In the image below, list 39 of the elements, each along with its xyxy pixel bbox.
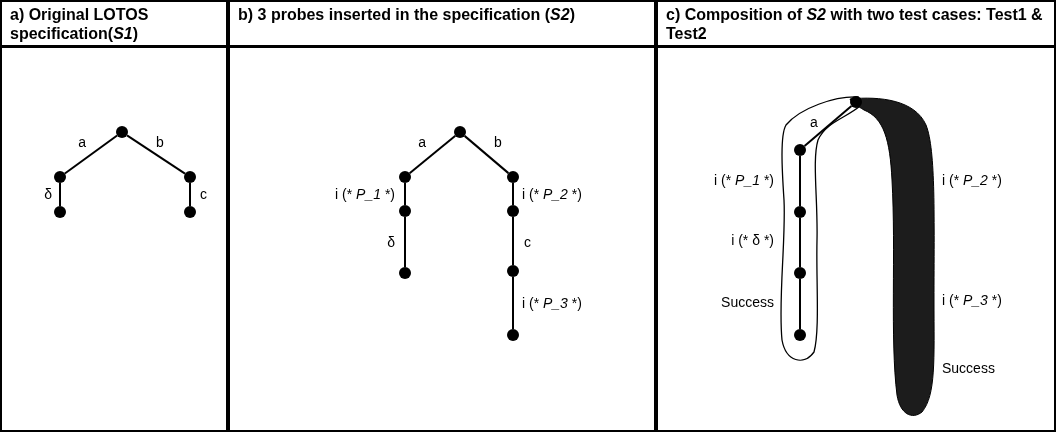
edge-label: i (* P_3 *) — [522, 295, 582, 311]
transition-line — [408, 134, 457, 175]
transition-line — [189, 182, 191, 207]
panel — [656, 0, 1056, 432]
transition-line — [799, 155, 801, 207]
panel — [0, 0, 228, 432]
transition-text: Success — [942, 360, 995, 376]
transition-line — [404, 216, 406, 268]
edge-label: a — [418, 134, 426, 150]
panel-heading: c) Composition of S2 with two test cases: Test1 & Test2 — [658, 2, 1054, 48]
edge-label: c — [524, 234, 531, 250]
edge-label: δ — [387, 234, 395, 250]
transition-line — [59, 182, 61, 207]
panel-heading: a) Original LOTOS specification(S1) — [2, 2, 226, 48]
transition-line — [512, 276, 514, 330]
edge-label: a — [78, 134, 86, 150]
transition-text: i (* P_3 *) — [942, 292, 1002, 308]
transition-line — [512, 216, 514, 266]
transition-line — [126, 134, 186, 175]
edge-label: i (* P_2 *) — [522, 186, 582, 202]
panel — [228, 0, 656, 432]
transition-line — [799, 217, 801, 268]
edge-label: i (* P_1 *) — [714, 172, 774, 188]
edge-label: i (* P_1 *) — [335, 186, 395, 202]
transition-text: i (* P_2 *) — [942, 172, 1002, 188]
transition-line — [463, 134, 510, 175]
edge-label: c — [200, 186, 207, 202]
edge-label: b — [156, 134, 164, 150]
transition-line — [803, 104, 853, 148]
transition-line — [404, 182, 406, 206]
transition-line — [512, 182, 514, 206]
edge-label: a — [810, 114, 818, 130]
edge-label: b — [494, 134, 502, 150]
edge-label: i (* δ *) — [731, 232, 774, 248]
panel-heading: b) 3 probes inserted in the specification (S2) — [230, 2, 654, 48]
edge-label: Success — [721, 294, 774, 310]
transition-line — [799, 278, 801, 330]
transition-line — [63, 134, 119, 175]
edge-label: δ — [44, 186, 52, 202]
